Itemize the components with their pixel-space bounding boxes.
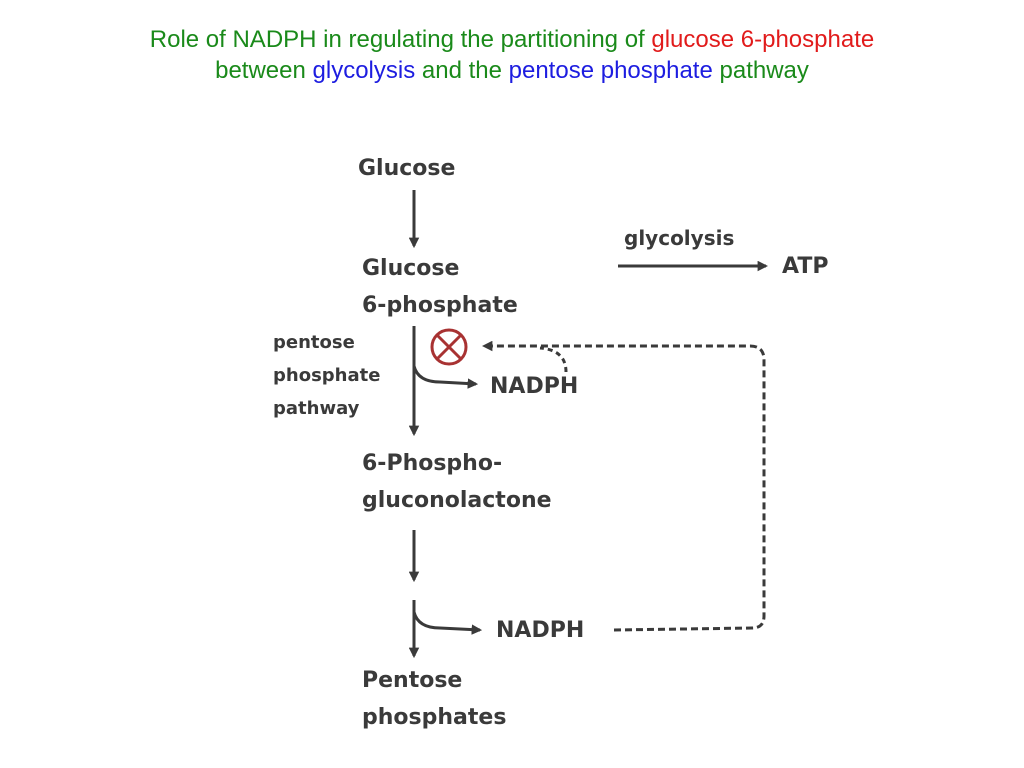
title-text: Role of NADPH in regulating the partitio… <box>149 26 652 53</box>
feedback-dashed-nadph-1 <box>539 346 568 373</box>
label-atp: ATP <box>782 254 829 279</box>
title-text: pathway <box>712 57 809 84</box>
slide-title: Role of NADPH in regulating the partitio… <box>0 24 1024 86</box>
label-pentose-line-1: Pentose <box>362 668 463 693</box>
label-glucose: Glucose <box>358 156 456 181</box>
label-ppp-line-2: phosphate <box>273 365 381 386</box>
label-phospho-line-2: gluconolactone <box>362 488 552 513</box>
label-nadph-2: NADPH <box>496 618 585 643</box>
label-glucose-6-phosphate: Glucose 6-phosphate <box>362 250 518 324</box>
title-highlight-g6p: glucose 6-phosphate <box>651 26 875 53</box>
title-text: and the <box>415 57 509 84</box>
label-6-phosphogluconolactone: 6-Phospho- gluconolactone <box>362 445 552 519</box>
feedback-dashed-line <box>481 340 766 632</box>
label-pentose-line-2: phosphates <box>362 705 507 730</box>
title-line-1: Role of NADPH in regulating the partitio… <box>0 24 1024 55</box>
title-line-2: between glycolysis and the pentose phosp… <box>0 55 1024 86</box>
title-highlight-pentose-phosphate: pentose phosphate <box>508 57 713 84</box>
label-g6p-line-1: Glucose <box>362 256 460 281</box>
label-pentose-phosphate-pathway: pentose phosphate pathway <box>273 326 380 425</box>
arrow-branch-to-nadph-2 <box>412 611 483 635</box>
inhibition-icon <box>430 328 468 366</box>
title-highlight-glycolysis: glycolysis <box>312 57 416 84</box>
label-g6p-line-2: 6-phosphate <box>362 293 518 318</box>
label-ppp-line-1: pentose <box>273 332 355 353</box>
arrow-branch-to-nadph-1 <box>412 365 479 389</box>
label-pentose-phosphates: Pentose phosphates <box>362 662 506 736</box>
label-phospho-line-1: 6-Phospho- <box>362 451 503 476</box>
title-text: between <box>215 57 313 84</box>
label-nadph-1: NADPH <box>490 374 579 399</box>
label-glycolysis: glycolysis <box>624 226 735 250</box>
label-ppp-line-3: pathway <box>273 398 360 419</box>
